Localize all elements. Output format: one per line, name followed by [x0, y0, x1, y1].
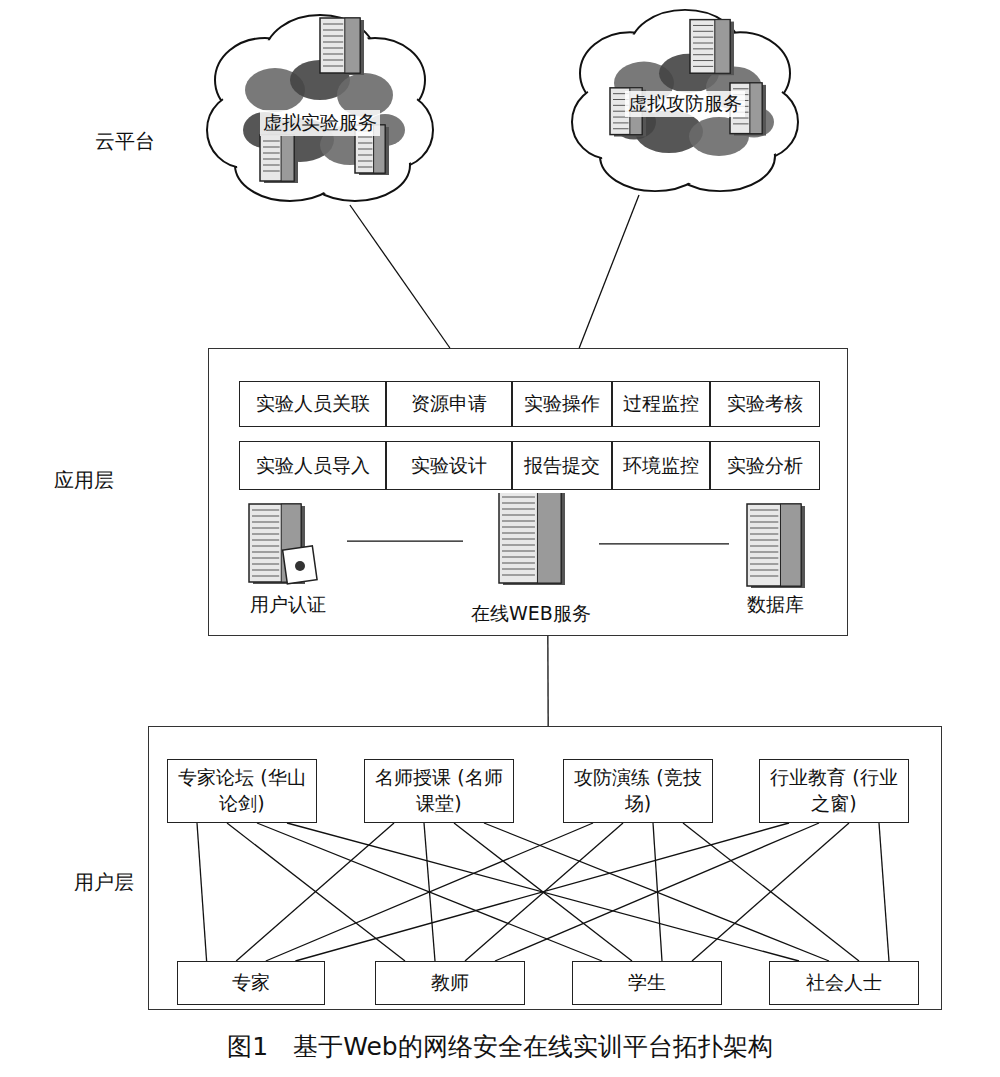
server-drawing	[463, 493, 599, 599]
connector-line	[692, 823, 849, 961]
layer-label: 云平台	[95, 128, 155, 155]
node-label: 实验考核	[727, 391, 803, 417]
connector-line	[579, 195, 639, 348]
cloud-service: 虚拟攻防服务	[570, 5, 800, 195]
node-label: 资源申请	[411, 391, 487, 417]
connector-line	[879, 823, 889, 961]
layer-panel: 应用层实验人员关联资源申请实验操作过程监控实验考核实验人员导入实验设计报告提交环…	[208, 348, 848, 636]
server-drawing	[229, 496, 347, 590]
function-box: 实验考核	[710, 381, 820, 427]
server-drawing	[729, 496, 821, 590]
node-label: 攻防演练 (竞技场)	[570, 765, 707, 816]
node-label: 虚拟实验服务	[260, 110, 380, 136]
connector-line	[197, 823, 207, 961]
function-box: 实验操作	[512, 381, 612, 427]
server-icon: 数据库	[729, 496, 821, 618]
function-box: 实验人员关联	[239, 381, 386, 427]
node-label: 行业教育 (行业之窗)	[766, 765, 903, 816]
connector-line	[257, 823, 602, 961]
layer-panel: 用户层专家论坛 (华山论剑)名师授课 (名师课堂)攻防演练 (竞技场)行业教育 …	[148, 726, 942, 1010]
cloud-service: 虚拟实验服务	[205, 10, 435, 205]
connector-line	[599, 543, 729, 544]
function-box: 过程监控	[612, 381, 710, 427]
node-label: 实验人员导入	[256, 453, 370, 479]
connector-line	[547, 636, 549, 726]
role-box: 社会人士	[769, 961, 919, 1005]
node-label: 实验人员关联	[256, 391, 370, 417]
connector-line	[347, 540, 463, 541]
node-label: 过程监控	[623, 391, 699, 417]
node-label: 报告提交	[524, 453, 600, 479]
service-box: 行业教育 (行业之窗)	[759, 759, 909, 823]
role-box: 教师	[375, 961, 525, 1005]
role-box: 学生	[572, 961, 722, 1005]
node-label: 用户认证	[248, 592, 328, 618]
cloud-shape	[205, 10, 435, 205]
connector-line	[484, 823, 829, 961]
node-label: 教师	[431, 970, 469, 996]
function-box: 资源申请	[386, 381, 512, 427]
node-label: 学生	[628, 970, 666, 996]
node-label: 社会人士	[806, 970, 882, 996]
function-box: 报告提交	[512, 441, 612, 490]
role-box: 专家	[177, 961, 325, 1005]
server-icon: 用户认证	[229, 496, 347, 618]
function-box: 实验人员导入	[239, 441, 386, 490]
service-box: 名师授课 (名师课堂)	[364, 759, 514, 823]
node-label: 实验操作	[524, 391, 600, 417]
node-label: 实验分析	[727, 453, 803, 479]
layer-heading: 应用层	[54, 467, 114, 494]
function-box: 实验设计	[386, 441, 512, 490]
function-box: 实验分析	[710, 441, 820, 490]
node-label: 数据库	[745, 592, 806, 618]
node-label: 实验设计	[411, 453, 487, 479]
connector-line	[350, 205, 450, 348]
node-label: 专家论坛 (华山论剑)	[174, 765, 311, 816]
service-box: 专家论坛 (华山论剑)	[167, 759, 317, 823]
figure-caption: 图1 基于Web的网络安全在线实训平台拓扑架构	[0, 1030, 1000, 1063]
layer-heading: 用户层	[74, 869, 134, 896]
server-icon: 在线WEB服务	[463, 493, 599, 627]
node-label: 环境监控	[623, 453, 699, 479]
function-box: 环境监控	[612, 441, 710, 490]
node-label: 专家	[232, 970, 270, 996]
service-box: 攻防演练 (竞技场)	[563, 759, 713, 823]
node-label: 名师授课 (名师课堂)	[371, 765, 508, 816]
node-label: 虚拟攻防服务	[625, 91, 745, 117]
node-label: 在线WEB服务	[469, 601, 593, 627]
